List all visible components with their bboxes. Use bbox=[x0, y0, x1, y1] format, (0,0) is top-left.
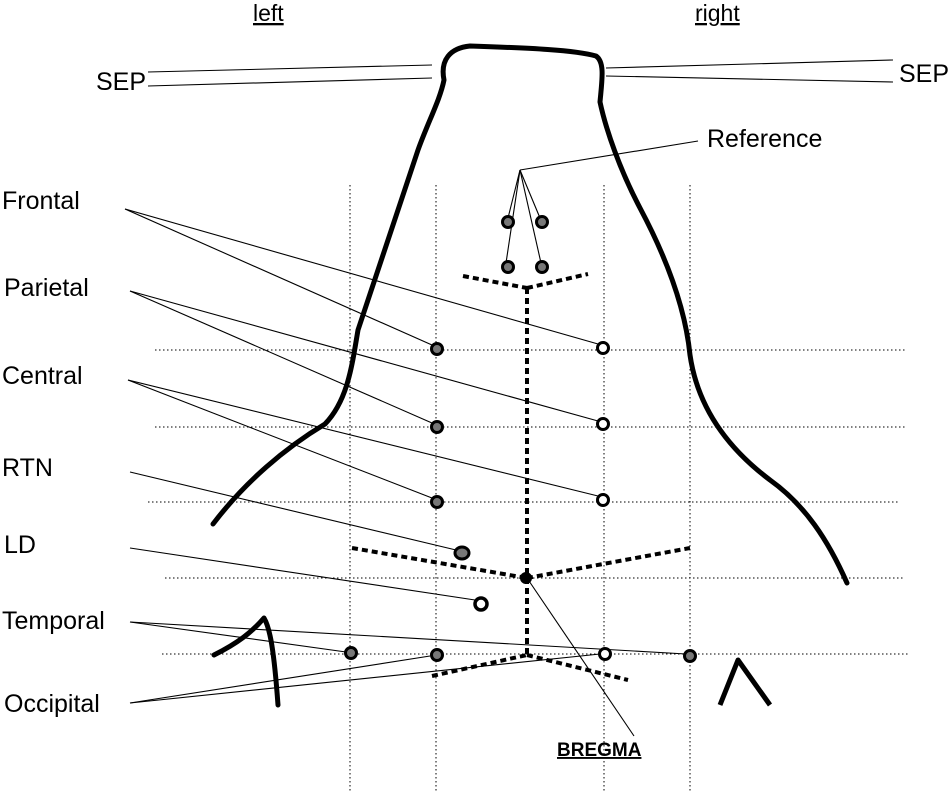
temporal-line-right bbox=[129, 621, 687, 655]
right-electrodes bbox=[473, 341, 697, 663]
central-label: Central bbox=[2, 362, 83, 390]
occipital-line-right bbox=[129, 653, 601, 704]
electrode-frontal-left bbox=[430, 342, 444, 356]
central-line-right bbox=[127, 379, 599, 497]
reference-fan-2 bbox=[519, 169, 541, 219]
occipital-label: Occipital bbox=[4, 690, 100, 718]
bregma-line bbox=[526, 577, 635, 737]
sep-left-line-bottom bbox=[147, 77, 433, 87]
reference-fan-4 bbox=[519, 169, 542, 264]
electrode-ld bbox=[473, 596, 489, 612]
parietal-label: Parietal bbox=[4, 274, 89, 302]
sep-label-right: SEP bbox=[899, 60, 948, 88]
frontal-line-right bbox=[124, 208, 599, 345]
left-ear-mark bbox=[211, 615, 281, 708]
sep-left-line-top bbox=[147, 64, 433, 73]
electrode-temporal-right bbox=[683, 649, 697, 663]
lambda-suture-right bbox=[526, 653, 629, 682]
occipital-line-left bbox=[129, 655, 431, 704]
electrode-occipital-left bbox=[430, 648, 444, 662]
ld-line bbox=[129, 547, 476, 601]
sep-right-line-bottom bbox=[605, 75, 894, 83]
electrode-frontal-right bbox=[596, 341, 610, 355]
reference-electrodes bbox=[501, 215, 549, 274]
electrode-central-left bbox=[430, 495, 444, 509]
leader-lines bbox=[124, 59, 894, 737]
electrode-temporal-left bbox=[344, 646, 358, 660]
lambda-suture-left bbox=[431, 653, 528, 678]
bregma-point bbox=[520, 572, 532, 584]
central-line-left bbox=[127, 379, 433, 499]
electrode-reference-1 bbox=[501, 215, 515, 229]
rtn-line bbox=[129, 471, 457, 551]
parietal-line-right bbox=[129, 290, 599, 422]
skull-outline bbox=[210, 43, 850, 586]
coronal-suture-right-top bbox=[526, 272, 589, 290]
grid bbox=[148, 185, 910, 793]
ld-label: LD bbox=[4, 531, 36, 559]
temporal-label: Temporal bbox=[2, 607, 105, 635]
temporal-line-left bbox=[129, 621, 347, 653]
sep-label-left: SEP bbox=[96, 68, 146, 96]
bregma-suture-right bbox=[526, 546, 691, 580]
electrode-parietal-left bbox=[430, 420, 444, 434]
electrode-rtn-left bbox=[453, 545, 471, 561]
parietal-line-left bbox=[129, 290, 433, 424]
bregma-label: BREGMA bbox=[557, 740, 642, 761]
bregma-suture-left bbox=[351, 546, 528, 580]
electrode-occipital-right bbox=[598, 647, 612, 661]
coronal-suture-left-top bbox=[462, 274, 528, 290]
reference-fan-1 bbox=[507, 169, 521, 219]
electrode-reference-4 bbox=[535, 260, 549, 274]
electrode-parietal-right bbox=[596, 417, 610, 431]
frontal-label: Frontal bbox=[2, 187, 80, 215]
right-ear-mark bbox=[717, 657, 773, 707]
rtn-label: RTN bbox=[2, 454, 53, 482]
frontal-line-left bbox=[124, 208, 433, 346]
reference-line bbox=[519, 140, 699, 171]
left-electrodes bbox=[344, 342, 471, 662]
reference-fan-3 bbox=[505, 169, 521, 264]
reference-label: Reference bbox=[707, 125, 822, 153]
right-side-header: right bbox=[695, 0, 740, 26]
electrode-reference-2 bbox=[535, 215, 549, 229]
sutures bbox=[351, 272, 691, 682]
sep-right-line-top bbox=[605, 59, 894, 69]
electrode-central-right bbox=[596, 493, 610, 507]
left-side-header: left bbox=[253, 0, 284, 26]
electrode-reference-3 bbox=[501, 260, 515, 274]
